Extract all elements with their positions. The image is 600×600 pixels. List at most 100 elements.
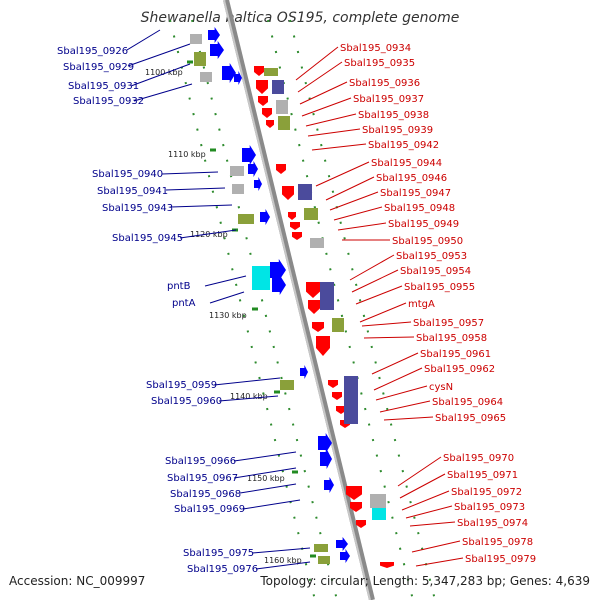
gene-label[interactable]: Sbal195_0943 (102, 203, 173, 214)
gene-label[interactable]: Sbal195_0935 (344, 58, 415, 69)
gene-label[interactable]: Sbal195_0929 (63, 62, 134, 73)
leader-line (329, 191, 379, 211)
gene-label[interactable]: Sbal195_0971 (447, 470, 518, 481)
tick-label: 1110 kbp (168, 150, 206, 159)
gene-label[interactable]: Sbal195_0932 (73, 96, 144, 107)
gene-label[interactable]: Sbal195_0938 (358, 110, 429, 121)
leader-line (204, 275, 247, 287)
cog-class-box (320, 282, 334, 310)
leader-line (375, 385, 428, 401)
gene-label[interactable]: mtgA (408, 299, 435, 310)
forward-gene-arrow (210, 41, 224, 59)
gene-label[interactable]: Sbal195_0949 (388, 219, 459, 230)
leader-line (307, 128, 361, 137)
tick-label: 1130 kbp (209, 311, 247, 320)
leader-line (359, 302, 407, 323)
gene-label[interactable]: Sbal195_0955 (404, 282, 475, 293)
gene-label[interactable]: Sbal195_0958 (416, 333, 487, 344)
gene-label[interactable]: Sbal195_0946 (376, 173, 447, 184)
gene-label[interactable]: Sbal195_0961 (420, 349, 491, 360)
leader-line (383, 416, 434, 421)
right-labels: Sbal195_0934 Sbal195_0935 Sbal195_0936 S… (340, 43, 536, 565)
gene-label[interactable]: Sbal195_0948 (384, 203, 455, 214)
leader-line (351, 269, 399, 293)
reverse-gene-arrow (336, 406, 346, 414)
gene-label[interactable]: Sbal195_0962 (424, 364, 495, 375)
gene-label[interactable]: Sbal195_0964 (432, 397, 503, 408)
gene-label[interactable]: Sbal195_0965 (435, 413, 506, 424)
cog-class-box (298, 184, 312, 200)
reverse-gene-arrow (312, 322, 324, 332)
gene-label[interactable]: Sbal195_0978 (462, 537, 533, 548)
leader-line (311, 143, 367, 151)
gene-label[interactable]: Sbal195_0953 (396, 251, 467, 262)
gene-label[interactable]: pntB (167, 281, 191, 292)
gene-label[interactable]: Sbal195_0969 (174, 504, 245, 515)
gene-label[interactable]: Sbal195_0944 (371, 158, 442, 169)
forward-gene-arrow (248, 161, 258, 177)
gene-label[interactable]: Sbal195_0970 (443, 453, 514, 464)
gene-label[interactable]: Sbal195_0942 (368, 140, 439, 151)
cog-class-box (280, 380, 294, 390)
gene-label[interactable]: Sbal195_0974 (457, 518, 528, 529)
cog-class-box (332, 318, 344, 332)
gene-label[interactable]: pntA (172, 298, 196, 309)
cog-class-box (238, 214, 254, 224)
gene-label[interactable]: Sbal195_0975 (183, 548, 254, 559)
gene-label[interactable]: Sbal195_0941 (97, 186, 168, 197)
leader-line (397, 456, 442, 487)
gene-label[interactable]: Sbal195_0940 (92, 169, 163, 180)
leader-line (415, 557, 464, 567)
leader-line (165, 187, 226, 191)
cog-class-box (276, 100, 288, 114)
scale-ticks: 1100 kbp 1110 kbp 1120 kbp 1130 kbp 1140… (145, 60, 316, 565)
leader-line (363, 336, 415, 339)
reverse-gene-arrow (290, 222, 300, 230)
gene-label[interactable]: Sbal195_0931 (68, 81, 139, 92)
leader-line (130, 63, 191, 87)
reverse-gene-arrow (380, 562, 394, 568)
gene-label[interactable]: Sbal195_0954 (400, 266, 471, 277)
gene-label[interactable]: Sbal195_0968 (170, 489, 241, 500)
cog-class-box (190, 34, 202, 44)
gene-label[interactable]: Sbal195_0959 (146, 380, 217, 391)
gene-label[interactable]: Sbal195_0972 (451, 487, 522, 498)
gene-label[interactable]: Sbal195_0957 (413, 318, 484, 329)
leader-line (373, 367, 423, 391)
gene-label[interactable]: Sbal195_0960 (151, 396, 222, 407)
gene-label[interactable]: Sbal195_0950 (392, 236, 463, 247)
leader-line (295, 46, 339, 81)
gene-label[interactable]: Sbal195_0945 (112, 233, 183, 244)
reverse-gene-arrow (292, 232, 302, 240)
gene-label[interactable]: Sbal195_0926 (57, 46, 128, 57)
leader-line (361, 321, 412, 327)
leader-line (399, 473, 446, 499)
gene-label[interactable]: cysN (429, 382, 453, 393)
gene-label[interactable]: Sbal195_0937 (353, 94, 424, 105)
gene-label[interactable]: Sbal195_0966 (165, 456, 236, 467)
reverse-gene-arrow (266, 120, 274, 128)
leader-line (297, 61, 343, 93)
gene-label[interactable]: Sbal195_0979 (465, 554, 536, 565)
gene-label[interactable]: Sbal195_0939 (362, 125, 433, 136)
cog-class-box (200, 72, 212, 82)
leader-line (126, 29, 161, 51)
cog-class-box (314, 544, 328, 552)
forward-gene-arrow (242, 145, 256, 165)
gene-label[interactable]: Sbal195_0976 (187, 564, 258, 575)
gene-label[interactable]: Sbal195_0947 (380, 188, 451, 199)
gene-label[interactable]: Sbal195_0936 (349, 78, 420, 89)
forward-gene-arrow (340, 549, 350, 563)
forward-gene-arrow (272, 275, 286, 295)
gene-label[interactable]: Sbal195_0934 (340, 43, 411, 54)
cog-class-box (232, 184, 244, 194)
gene-label[interactable]: Sbal195_0973 (454, 502, 525, 513)
leader-line (239, 483, 297, 494)
gene-label[interactable]: Sbal195_0967 (167, 473, 238, 484)
forward-gene-arrow (254, 177, 262, 191)
reverse-gene-arrow (258, 96, 268, 106)
forward-gene-arrow (318, 433, 332, 453)
left-labels: Sbal195_0926 Sbal195_0929 Sbal195_0931 S… (57, 46, 258, 575)
cog-class-box (252, 266, 270, 290)
cog-class-box (344, 376, 358, 424)
